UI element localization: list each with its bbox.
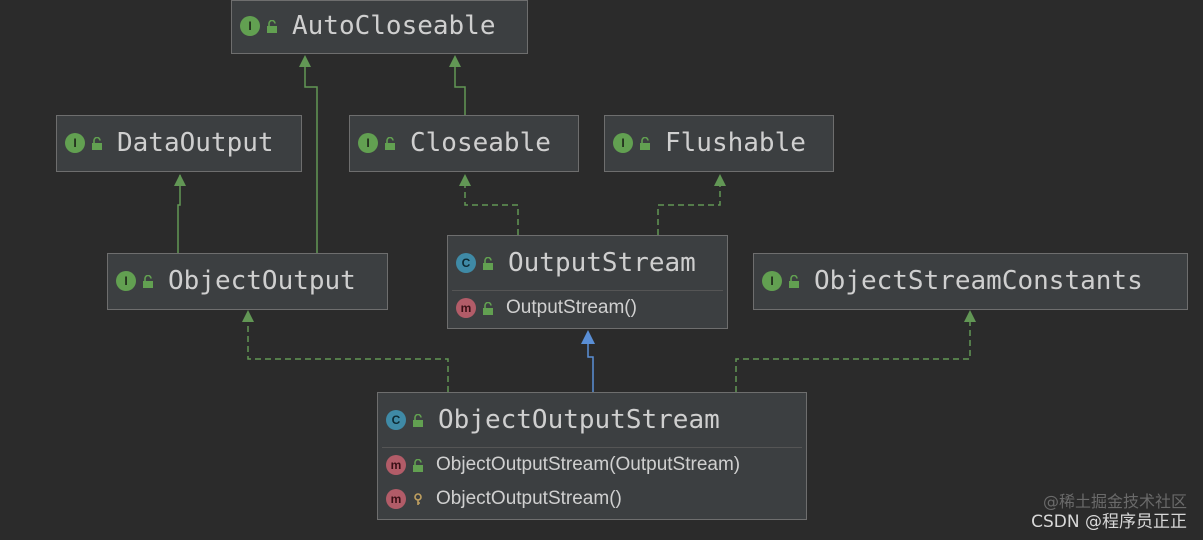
arrowhead-closeable — [459, 174, 471, 186]
interface-icon: I — [240, 16, 260, 36]
method-icon: m — [386, 489, 406, 509]
watermark-line-1: @稀土掘金技术社区 — [1042, 492, 1187, 511]
unlocked-public-icon — [413, 458, 423, 472]
arrowhead-autocloseable-left — [299, 55, 311, 67]
unlocked-public-icon — [267, 19, 277, 33]
class-name: Closeable — [410, 128, 551, 158]
unlocked-public-icon — [640, 136, 650, 150]
unlocked-public-icon — [143, 274, 153, 288]
unlocked-public-icon — [789, 274, 799, 288]
edge-outputstream-flushable — [657, 176, 721, 235]
class-name: ObjectOutput — [168, 266, 356, 296]
node-dataoutput[interactable]: I DataOutput — [56, 115, 302, 172]
member-signature: ObjectOutputStream(OutputStream) — [436, 454, 741, 475]
arrowhead-outputstream — [581, 330, 595, 344]
interface-icon: I — [613, 133, 633, 153]
arrowhead-autocloseable-right — [449, 55, 461, 67]
class-name: ObjectStreamConstants — [814, 266, 1143, 296]
node-closeable[interactable]: I Closeable — [349, 115, 579, 172]
interface-icon: I — [762, 271, 782, 291]
class-name: AutoCloseable — [292, 11, 496, 41]
edge-oos-outputstream — [587, 332, 594, 392]
class-name: OutputStream — [508, 248, 696, 278]
edge-objectoutput-autocloseable — [304, 57, 318, 253]
method-icon: m — [386, 455, 406, 475]
unlocked-public-icon — [483, 256, 493, 270]
unlocked-public-icon — [92, 136, 102, 150]
arrowhead-dataoutput — [174, 174, 186, 186]
member-row[interactable]: m OutputStream() — [448, 291, 727, 325]
node-objectoutput[interactable]: I ObjectOutput — [107, 253, 388, 310]
node-objectstreamconstants[interactable]: I ObjectStreamConstants — [753, 253, 1188, 310]
arrowhead-flushable — [714, 174, 726, 186]
interface-icon: I — [116, 271, 136, 291]
arrowhead-objectstreamconstants — [964, 310, 976, 322]
method-icon: m — [456, 298, 476, 318]
interface-icon: I — [358, 133, 378, 153]
class-icon: C — [386, 410, 406, 430]
node-autocloseable[interactable]: I AutoCloseable — [231, 0, 528, 54]
arrowhead-objectoutput — [242, 310, 254, 322]
member-row[interactable]: m ObjectOutputStream(OutputStream) — [378, 448, 806, 482]
unlocked-public-icon — [413, 413, 423, 427]
class-name: Flushable — [665, 128, 806, 158]
class-name: ObjectOutputStream — [438, 405, 720, 435]
key-protected-icon — [414, 492, 422, 505]
class-name: DataOutput — [117, 128, 274, 158]
edge-oos-objectstreamconstants — [735, 312, 971, 392]
member-separator — [382, 447, 802, 448]
edge-oos-objectoutput — [247, 312, 449, 392]
watermark: @稀土掘金技术社区 CSDN @程序员正正 — [1031, 492, 1187, 532]
edge-closeable-autocloseable — [454, 57, 466, 115]
edge-outputstream-closeable — [464, 176, 519, 235]
node-objectoutputstream[interactable]: C ObjectOutputStream m ObjectOutputStrea… — [377, 392, 807, 520]
interface-icon: I — [65, 133, 85, 153]
node-outputstream[interactable]: C OutputStream m OutputStream() — [447, 235, 728, 329]
unlocked-public-icon — [483, 301, 493, 315]
abstract-class-icon: C — [456, 253, 476, 273]
node-flushable[interactable]: I Flushable — [604, 115, 834, 172]
edge-objectoutput-dataoutput — [177, 175, 181, 253]
member-separator — [452, 290, 723, 291]
member-signature: ObjectOutputStream() — [436, 488, 622, 509]
member-signature: OutputStream() — [506, 297, 637, 318]
unlocked-public-icon — [385, 136, 395, 150]
member-row[interactable]: m ObjectOutputStream() — [378, 482, 806, 516]
watermark-line-2: CSDN @程序员正正 — [1031, 512, 1187, 532]
